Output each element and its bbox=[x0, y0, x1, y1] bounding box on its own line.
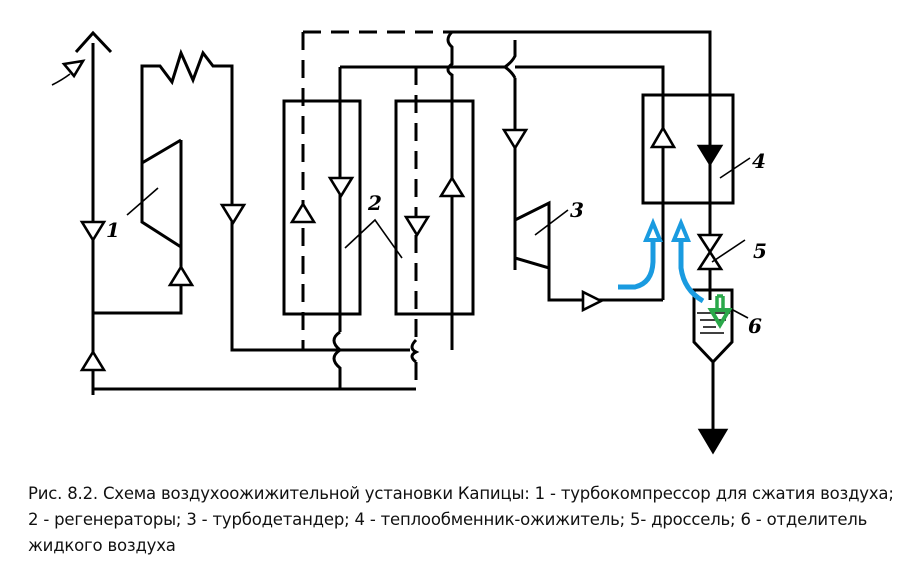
vapor-arrow-right-icon bbox=[678, 238, 705, 304]
vapor-flow-arrows bbox=[618, 217, 705, 304]
label-1: 1 bbox=[106, 218, 120, 242]
label-6: 6 bbox=[748, 314, 762, 338]
flow-arrow-up-icon bbox=[649, 125, 677, 149]
flow-arrow-up-icon bbox=[438, 175, 466, 198]
aftercooler bbox=[140, 48, 410, 352]
flow-arrow-down-filled-icon bbox=[696, 144, 724, 167]
flow-arrow-up-icon bbox=[79, 349, 107, 372]
vapor-arrow-left-icon bbox=[618, 238, 656, 290]
figure-caption: Рис. 8.2. Схема воздухоожижительной уста… bbox=[28, 484, 894, 555]
exhaust-line bbox=[51, 30, 113, 395]
regenerators bbox=[93, 30, 515, 391]
heat-exchanger bbox=[641, 93, 751, 300]
throttle-valve bbox=[696, 233, 746, 271]
flow-arrow-right-icon bbox=[581, 289, 604, 313]
flow-arrow-down-icon bbox=[79, 220, 107, 243]
kapitsa-air-liquefier-diagram: 1 2 bbox=[51, 30, 767, 455]
label-4: 4 bbox=[752, 149, 766, 173]
flow-arrow-up-icon bbox=[167, 264, 195, 287]
flow-arrow-down-icon bbox=[219, 203, 247, 226]
flow-arrow-down-icon bbox=[501, 128, 529, 151]
label-5: 5 bbox=[753, 239, 767, 263]
label-2: 2 bbox=[367, 191, 382, 215]
turbocompressor bbox=[93, 138, 195, 315]
flow-arrow-down-icon bbox=[403, 215, 431, 238]
turboexpander bbox=[513, 200, 663, 302]
flow-arrow-up-icon bbox=[289, 201, 317, 224]
label-3: 3 bbox=[570, 198, 584, 222]
air-intake-arrow-icon bbox=[61, 59, 86, 79]
liquid-flow-arrow-icon bbox=[707, 294, 733, 329]
flow-arrow-down-icon bbox=[327, 176, 355, 199]
top-piping bbox=[440, 30, 712, 270]
liquid-outlet-arrow-icon bbox=[697, 428, 729, 455]
